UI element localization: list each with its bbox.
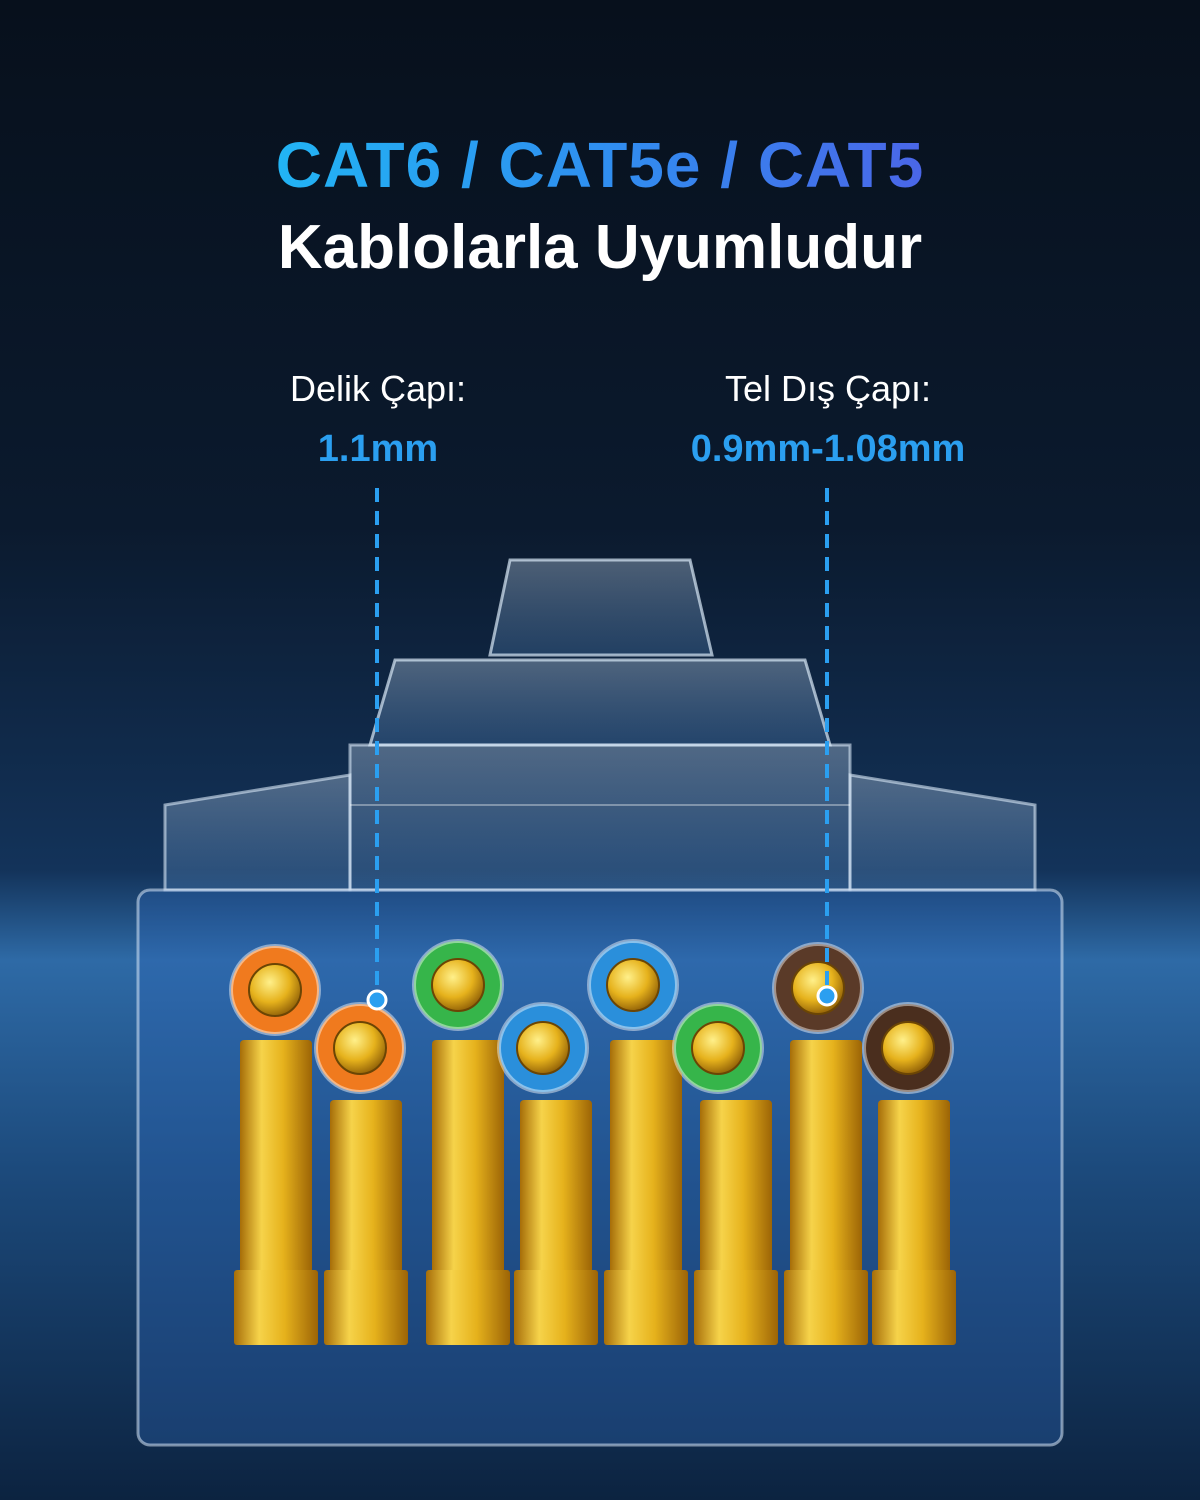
wire-diameter-marker <box>816 985 838 1007</box>
gold-pin-base <box>324 1270 408 1345</box>
gold-pin <box>432 1040 504 1345</box>
wire-gold-tip <box>791 961 845 1015</box>
wire-gold-tip <box>691 1021 745 1075</box>
headline-cable-types: CAT6 / CAT5e / CAT5 <box>275 129 925 201</box>
gold-pin-base <box>784 1270 868 1345</box>
wire-diameter-spec: Tel Dış Çapı: 0.9mm-1.08mm <box>618 368 1038 471</box>
gold-pin-base <box>426 1270 510 1345</box>
gold-pin-base <box>872 1270 956 1345</box>
wire-diameter-value: 0.9mm-1.08mm <box>690 428 966 470</box>
hole-diameter-spec: Delik Çapı: 1.1mm <box>168 368 588 471</box>
wire-diameter-label: Tel Dış Çapı: <box>724 368 932 409</box>
wire-gold-tip <box>516 1021 570 1075</box>
wire-gold-tip <box>881 1021 935 1075</box>
gold-pin-base <box>234 1270 318 1345</box>
gold-contact-pins <box>234 1040 956 1345</box>
dimension-callouts <box>366 488 838 1011</box>
gold-pin-base <box>514 1270 598 1345</box>
wire-gold-tip <box>333 1021 387 1075</box>
hole-diameter-marker <box>366 989 388 1011</box>
headline-compatibility: Kablolarla Uyumludur <box>277 213 923 282</box>
gold-pin-base <box>694 1270 778 1345</box>
hole-diameter-label: Delik Çapı: <box>289 368 467 409</box>
wire-gold-tip <box>606 958 660 1012</box>
gold-pin <box>240 1040 312 1345</box>
gold-pin <box>790 1040 862 1345</box>
wire-gold-tip <box>431 958 485 1012</box>
wire-ends <box>229 939 954 1094</box>
hole-diameter-value: 1.1mm <box>317 428 439 470</box>
gold-pin-base <box>604 1270 688 1345</box>
wire-gold-tip <box>248 963 302 1017</box>
gold-pin <box>610 1040 682 1345</box>
